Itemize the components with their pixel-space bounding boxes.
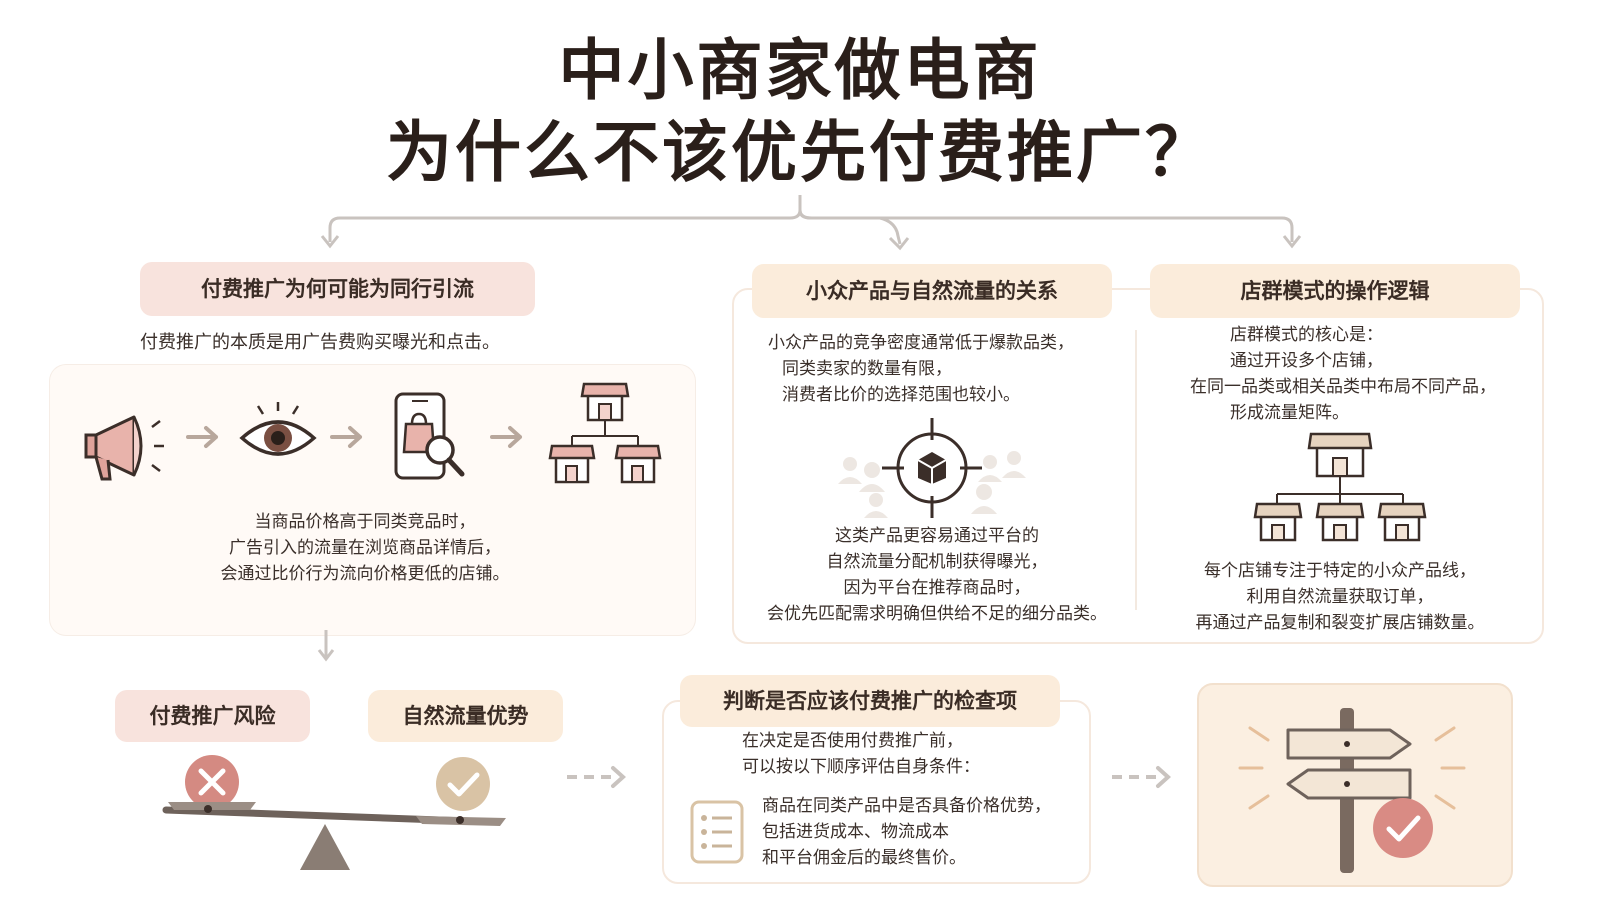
right-intro: 店群模式的核心是： 通过开设多个店铺， 在同一品类或相关品类中布局不同产品， 形… <box>1190 325 1496 423</box>
checklist-intro: 在决定是否使用付费推广前， 可以按以下顺序评估自身条件： <box>742 731 980 777</box>
dashed-arrow-icon <box>567 766 626 788</box>
arrow-right-icon <box>186 426 218 448</box>
check-icon <box>436 757 490 811</box>
left-heading: 付费推广为何可能为同行引流 <box>140 262 535 316</box>
balance-scale-icon <box>162 755 506 870</box>
middle-intro: 小众产品的竞争密度通常低于爆款品类， 同类卖家的数量有限， 消费者比价的选择范围… <box>768 333 1074 405</box>
cross-icon <box>185 755 239 809</box>
checklist-heading: 判断是否应该付费推广的检查项 <box>680 675 1060 727</box>
page-title: 中小商家做电商 为什么不该优先付费推广？ <box>0 30 1600 194</box>
middle-heading: 小众产品与自然流量的关系 <box>752 264 1112 318</box>
store-cluster-icon <box>1253 432 1427 542</box>
risk-label: 付费推广风险 <box>115 690 310 742</box>
shop-icon <box>1307 432 1373 478</box>
signpost-icon <box>1238 708 1466 873</box>
dashed-arrow-icon <box>1112 766 1171 788</box>
left-explanation: 当商品价格高于同类竞品时， 广告引入的流量在浏览商品详情后， 会通过比价行为流向… <box>220 512 510 584</box>
eye-icon <box>239 402 317 456</box>
left-intro: 付费推广的本质是用广告费购买曝光和点击。 <box>140 332 500 353</box>
target-niche-icon <box>838 418 1026 518</box>
advantage-label: 自然流量优势 <box>368 690 563 742</box>
middle-explanation: 这类产品更容易通过平台的 自然流量分配机制获得曝光， 因为平台在推荐商品时， 会… <box>767 526 1107 624</box>
shop-icon <box>1315 502 1365 542</box>
title-line-1: 中小商家做电商 <box>558 32 1042 109</box>
check-icon <box>1373 798 1433 858</box>
title-line-2: 为什么不该优先付费推广？ <box>386 114 1214 191</box>
panel-divider <box>1135 330 1137 610</box>
phone-shopping-bag-icon <box>394 392 465 480</box>
shop-icon <box>614 444 662 484</box>
shop-icon <box>548 444 596 484</box>
megaphone-icon <box>84 415 164 481</box>
down-arrow-connector <box>317 630 335 662</box>
shop-icon <box>1377 502 1427 542</box>
right-explanation: 每个店铺专注于特定的小众产品线， 利用自然流量获取订单， 再通过产品复制和裂变扩… <box>1195 561 1485 633</box>
arrow-right-icon <box>490 426 522 448</box>
checklist-item: 商品在同类产品中是否具备价格优势， 包括进货成本、物流成本 和平台佣金后的最终售… <box>762 796 1051 868</box>
top-connector <box>320 195 1302 251</box>
arrow-right-icon <box>330 426 362 448</box>
checklist-icon <box>690 800 744 864</box>
shop-icon <box>580 382 630 422</box>
shop-network-icon <box>548 382 662 484</box>
right-heading: 店群模式的操作逻辑 <box>1150 264 1520 318</box>
shop-icon <box>1253 502 1303 542</box>
